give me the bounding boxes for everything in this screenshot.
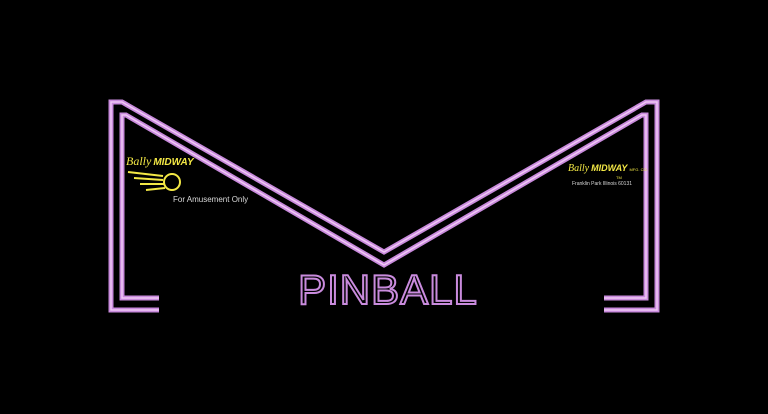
winged-ball-icon [127,171,181,191]
brand-mfg: MFG. CO. [629,167,648,172]
trademark-mark: TM [616,175,622,180]
outer-frame-highlight [110,101,658,311]
brand-bold: MIDWAY [591,163,628,173]
amusement-notice: For Amusement Only [173,195,249,204]
brand-script: Bally [568,163,590,174]
brand-script: Bally [126,154,152,168]
manufacturer-address: Franklin Park Illinois 60131 [572,181,633,187]
inner-frame-highlight [121,114,647,299]
brand-bold: MIDWAY [153,157,194,168]
pinball-title: PINBALL [297,265,478,314]
